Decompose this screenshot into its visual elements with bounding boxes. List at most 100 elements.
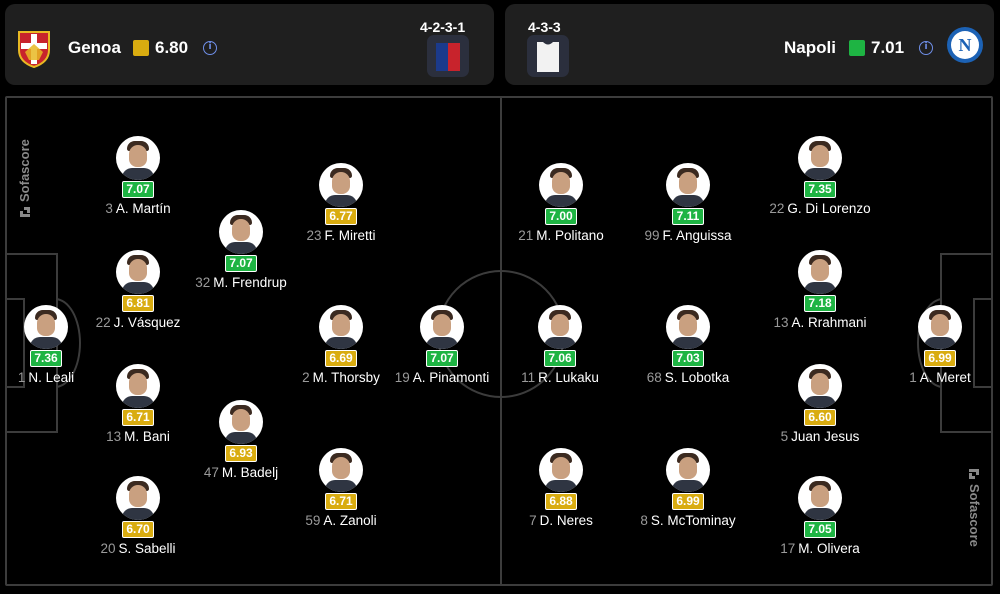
player-avatar[interactable] bbox=[918, 305, 962, 349]
sofascore-logo-icon bbox=[969, 468, 981, 480]
player-avatar[interactable] bbox=[24, 305, 68, 349]
info-icon[interactable]: i bbox=[919, 41, 933, 55]
napoli-crest-icon[interactable]: N bbox=[946, 26, 984, 64]
player-avatar[interactable] bbox=[798, 364, 842, 408]
player-number: 1 bbox=[909, 370, 917, 385]
player-avatar[interactable] bbox=[319, 448, 363, 492]
player-avatar[interactable] bbox=[116, 136, 160, 180]
player-name[interactable]: A. Pinamonti bbox=[412, 370, 490, 385]
player-name[interactable]: F. Anguissa bbox=[662, 228, 732, 243]
player-name[interactable]: M. Bani bbox=[124, 429, 170, 444]
player-avatar[interactable] bbox=[116, 364, 160, 408]
away-kit bbox=[527, 35, 569, 77]
player-name[interactable]: M. Thorsby bbox=[312, 370, 380, 385]
genoa-crest-icon[interactable] bbox=[17, 30, 51, 68]
player-name[interactable]: A. Rrahmani bbox=[791, 315, 867, 330]
player-name[interactable]: A. Meret bbox=[919, 370, 971, 385]
player-avatar[interactable] bbox=[538, 305, 582, 349]
player-avatar[interactable] bbox=[539, 163, 583, 207]
player-name[interactable]: D. Neres bbox=[539, 513, 593, 528]
player-name[interactable]: M. Olivera bbox=[798, 541, 860, 556]
home-team-name[interactable]: Genoa bbox=[68, 38, 121, 57]
player-avatar[interactable] bbox=[666, 163, 710, 207]
player-name[interactable]: Juan Jesus bbox=[791, 429, 860, 444]
player-rating-badge: 6.70 bbox=[122, 521, 154, 538]
player-avatar[interactable] bbox=[319, 163, 363, 207]
player-name[interactable]: S. Lobotka bbox=[664, 370, 730, 385]
away-team-rating: 7.01 bbox=[871, 38, 905, 57]
player-name[interactable]: A. Zanoli bbox=[323, 513, 377, 528]
player-name[interactable]: F. Miretti bbox=[324, 228, 376, 243]
player-number: 20 bbox=[100, 541, 116, 556]
player-name[interactable]: M. Badelj bbox=[221, 465, 279, 480]
player-avatar[interactable] bbox=[420, 305, 464, 349]
player-avatar[interactable] bbox=[798, 476, 842, 520]
player-avatar[interactable] bbox=[116, 476, 160, 520]
player-rating-badge: 7.36 bbox=[30, 350, 62, 367]
player-avatar[interactable] bbox=[319, 305, 363, 349]
player-name[interactable]: M. Politano bbox=[536, 228, 604, 243]
player-avatar[interactable] bbox=[666, 305, 710, 349]
player-name[interactable]: N. Leali bbox=[28, 370, 75, 385]
player-number: 68 bbox=[646, 370, 662, 385]
player-avatar[interactable] bbox=[116, 250, 160, 294]
player-avatar[interactable] bbox=[539, 448, 583, 492]
player-avatar[interactable] bbox=[666, 448, 710, 492]
player-avatar[interactable] bbox=[219, 400, 263, 444]
info-icon[interactable]: i bbox=[203, 41, 217, 55]
away-team-name[interactable]: Napoli bbox=[784, 38, 836, 57]
player-number: 2 bbox=[302, 370, 310, 385]
player-name[interactable]: J. Vásquez bbox=[113, 315, 181, 330]
player-rating-badge: 7.35 bbox=[804, 181, 836, 198]
player-rating-badge: 6.99 bbox=[924, 350, 956, 367]
player-name[interactable]: M. Frendrup bbox=[213, 275, 287, 290]
player-rating-badge: 7.00 bbox=[545, 208, 577, 225]
away-formation: 4-3-3 bbox=[528, 19, 561, 35]
player-avatar[interactable] bbox=[219, 210, 263, 254]
player-rating-badge: 7.05 bbox=[804, 521, 836, 538]
player-rating-badge: 6.77 bbox=[325, 208, 357, 225]
sofascore-label: Sofascore bbox=[17, 139, 32, 202]
player-name[interactable]: G. Di Lorenzo bbox=[787, 201, 871, 216]
home-team-header: Genoa 6.80 i 4-2-3-1 bbox=[5, 4, 494, 85]
player-number: 99 bbox=[644, 228, 660, 243]
player-name[interactable]: A. Martín bbox=[115, 201, 171, 216]
home-team-rating: 6.80 bbox=[155, 38, 189, 57]
player-name[interactable]: R. Lukaku bbox=[538, 370, 599, 385]
player-number: 22 bbox=[95, 315, 111, 330]
player-name[interactable]: S. Sabelli bbox=[118, 541, 176, 556]
player-name[interactable]: S. McTominay bbox=[650, 513, 736, 528]
player-avatar[interactable] bbox=[798, 250, 842, 294]
player-avatar[interactable] bbox=[798, 136, 842, 180]
home-kit bbox=[427, 35, 469, 77]
